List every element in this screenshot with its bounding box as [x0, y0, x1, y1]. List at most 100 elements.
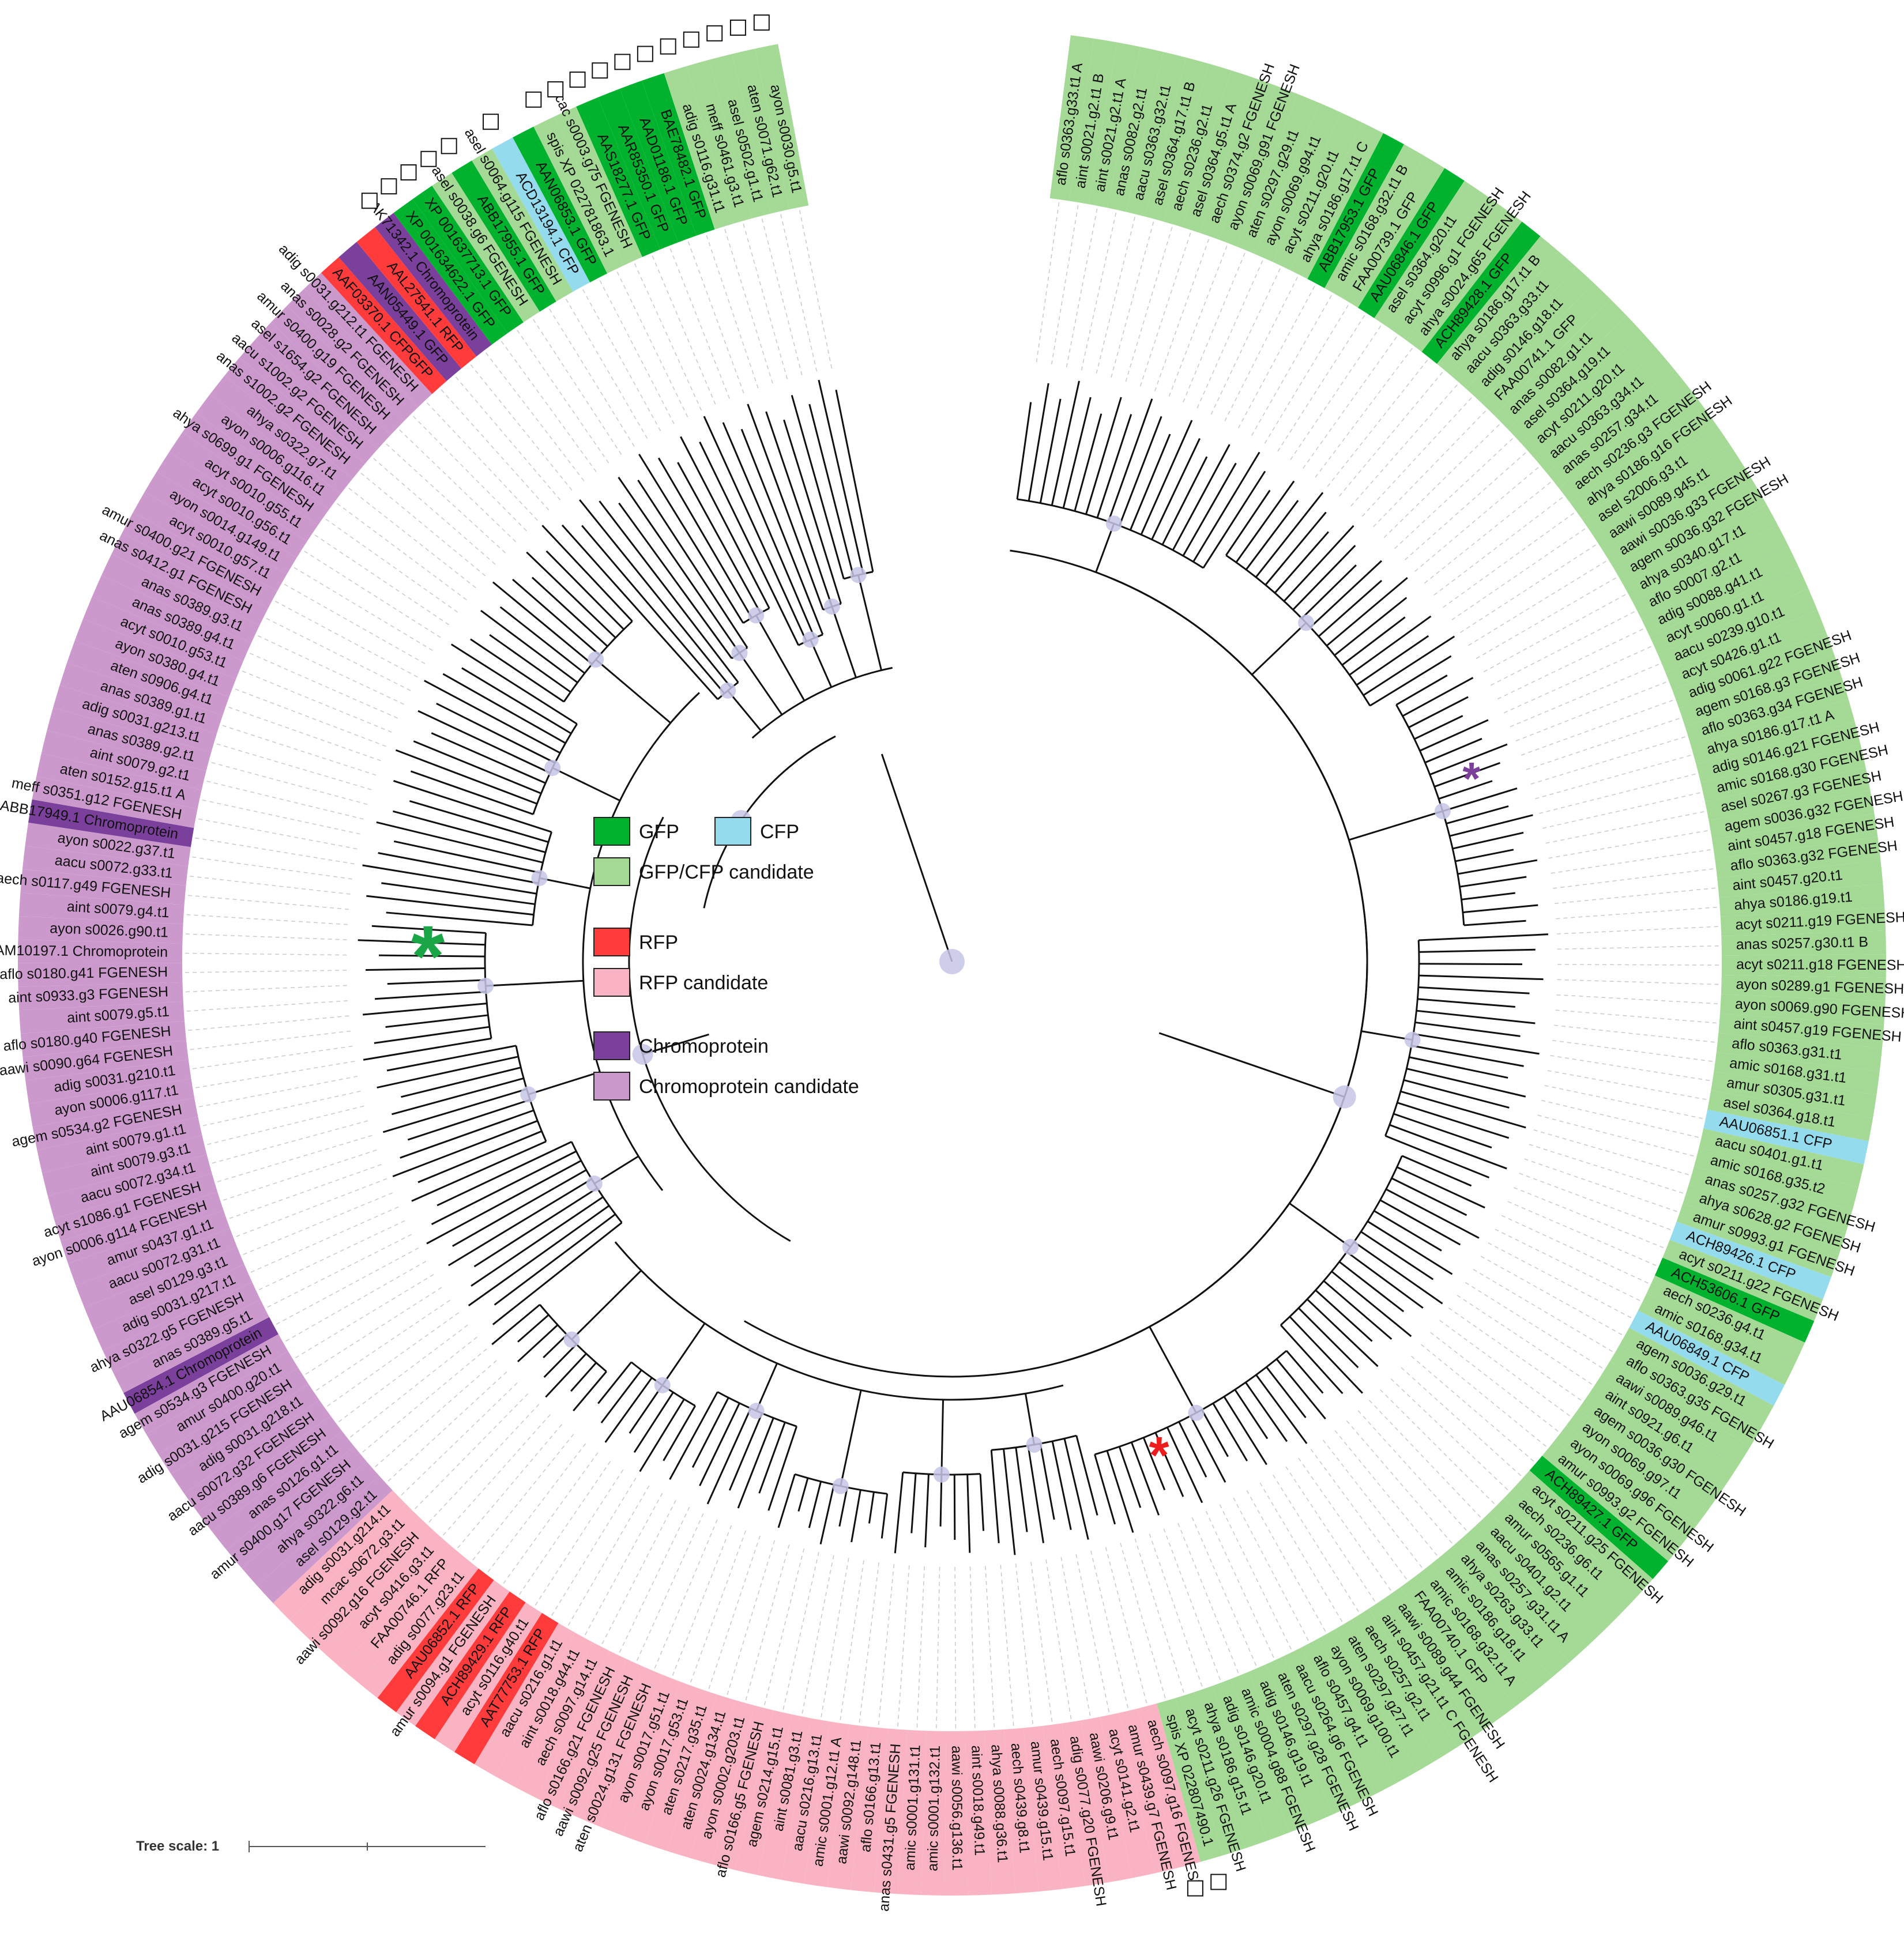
tree-branch — [1418, 974, 1544, 981]
leaf-highlight — [17, 939, 183, 963]
leaf-highlight — [1654, 1257, 1815, 1343]
leaf-guide-line — [1448, 1307, 1582, 1401]
tree-branch — [722, 422, 816, 639]
leaf-guide-line — [195, 837, 355, 865]
tree-branch — [1051, 380, 1080, 506]
tree-branch — [366, 895, 534, 916]
tree-branch — [366, 967, 486, 971]
leaf-highlight — [1466, 266, 1594, 402]
leaf-guide-line — [1545, 811, 1704, 844]
leaf-guide-line — [1081, 212, 1117, 371]
leaf-highlight — [1712, 813, 1878, 859]
leaf-highlight — [1676, 1203, 1839, 1278]
leaf-highlight — [1023, 1725, 1062, 1892]
leaf-guide-line — [1555, 1009, 1717, 1024]
tree-branch — [545, 550, 624, 630]
leaf-guide-line — [1277, 315, 1365, 452]
leaf-highlight — [1589, 1377, 1738, 1486]
leaf-highlight — [1248, 1664, 1334, 1824]
tree-branch — [1298, 1307, 1359, 1369]
tree-branch — [517, 1314, 550, 1343]
leaf-guide-line — [1556, 994, 1718, 1004]
leaf-highlight — [158, 1367, 308, 1474]
leaf-highlight — [338, 242, 462, 382]
leaf-highlight — [1436, 236, 1559, 376]
leaf-guide-line — [859, 1562, 879, 1723]
tree-branch — [1417, 998, 1515, 1008]
tree-branch — [374, 990, 486, 1000]
tree-branch — [543, 1343, 577, 1378]
leaf-highlight — [1237, 94, 1320, 254]
support-node — [1342, 1238, 1359, 1255]
leaf-highlight — [1368, 1598, 1477, 1747]
tree-branch — [1154, 1432, 1184, 1497]
leaf-guide-line — [1524, 1158, 1677, 1212]
tree-branch — [1307, 1298, 1379, 1367]
tree-branch — [1331, 1271, 1412, 1337]
tree-branch — [1265, 511, 1327, 586]
support-node — [933, 1466, 950, 1483]
tree-branch — [545, 1353, 587, 1398]
leaf-guide-line — [442, 1414, 551, 1536]
tree-branch — [797, 1478, 809, 1512]
tree-branch — [1028, 383, 1049, 502]
leaf-guide-line — [1224, 277, 1298, 421]
tree-branch — [783, 419, 842, 604]
tree-branch — [393, 810, 546, 853]
tree-branch — [1361, 1030, 1413, 1041]
leaf-highlight — [492, 137, 590, 292]
tree-branch — [582, 692, 700, 1191]
leaf-guide-line — [1096, 217, 1135, 374]
leaf-highlight — [1157, 1698, 1224, 1862]
support-node — [1298, 615, 1315, 631]
leaf-guide-line — [535, 1469, 624, 1606]
leaf-guide-line — [1497, 628, 1643, 700]
support-node — [632, 1043, 653, 1065]
tree-branch — [1130, 1442, 1160, 1516]
tree-branch — [740, 428, 824, 635]
leaf-highlight — [1669, 1221, 1831, 1299]
leaf-highlight — [1711, 1071, 1877, 1118]
leaf-guide-line — [616, 272, 688, 417]
tree-branch — [1406, 1068, 1526, 1098]
leaf-guide-line — [249, 653, 398, 719]
tree-branch — [486, 979, 584, 987]
tree-branch — [1455, 849, 1514, 862]
tree-branch — [1363, 635, 1455, 696]
leaf-guide-line — [1149, 1533, 1203, 1687]
leaf-highlight — [1600, 1361, 1751, 1467]
leaf-highlight — [686, 59, 752, 224]
leaf-guide-line — [654, 1519, 718, 1669]
leaf-guide-line — [1357, 1410, 1467, 1531]
leaf-highlight — [1446, 1539, 1570, 1678]
tree-branch — [1182, 462, 1237, 556]
leaf-guide-line — [195, 1061, 355, 1088]
tree-branch — [1403, 1079, 1510, 1109]
leaf-highlight — [1719, 883, 1885, 917]
tree-branch — [491, 1303, 541, 1346]
leaf-highlight — [1578, 1393, 1725, 1506]
leaf-guide-line — [316, 1299, 450, 1391]
marker-box — [381, 178, 397, 195]
leaf-highlight — [1301, 1638, 1397, 1794]
tree-branch — [1107, 398, 1153, 522]
leaf-highlight — [1049, 35, 1094, 201]
leaf-highlight — [321, 257, 447, 394]
tree-branch — [595, 658, 671, 724]
tree-branch — [470, 638, 565, 703]
leaf-highlight — [1352, 1608, 1458, 1760]
leaf-guide-line — [1420, 1344, 1546, 1447]
support-node — [588, 651, 604, 668]
leaf-guide-line — [1298, 1457, 1391, 1591]
leaf-guide-line — [274, 601, 418, 678]
leaf-highlight — [1721, 954, 1887, 978]
tree-branch — [910, 1473, 917, 1533]
tree-branch — [1094, 1454, 1116, 1525]
leaf-highlight — [1613, 484, 1767, 585]
tree-branch — [1315, 1289, 1373, 1342]
leaf-highlight — [1194, 1686, 1268, 1848]
leaf-highlight — [255, 322, 391, 450]
leaf-highlight — [341, 1543, 464, 1683]
legend-chromoprotein-candidate-swatch — [593, 1072, 630, 1101]
tree-branch — [1442, 787, 1518, 812]
